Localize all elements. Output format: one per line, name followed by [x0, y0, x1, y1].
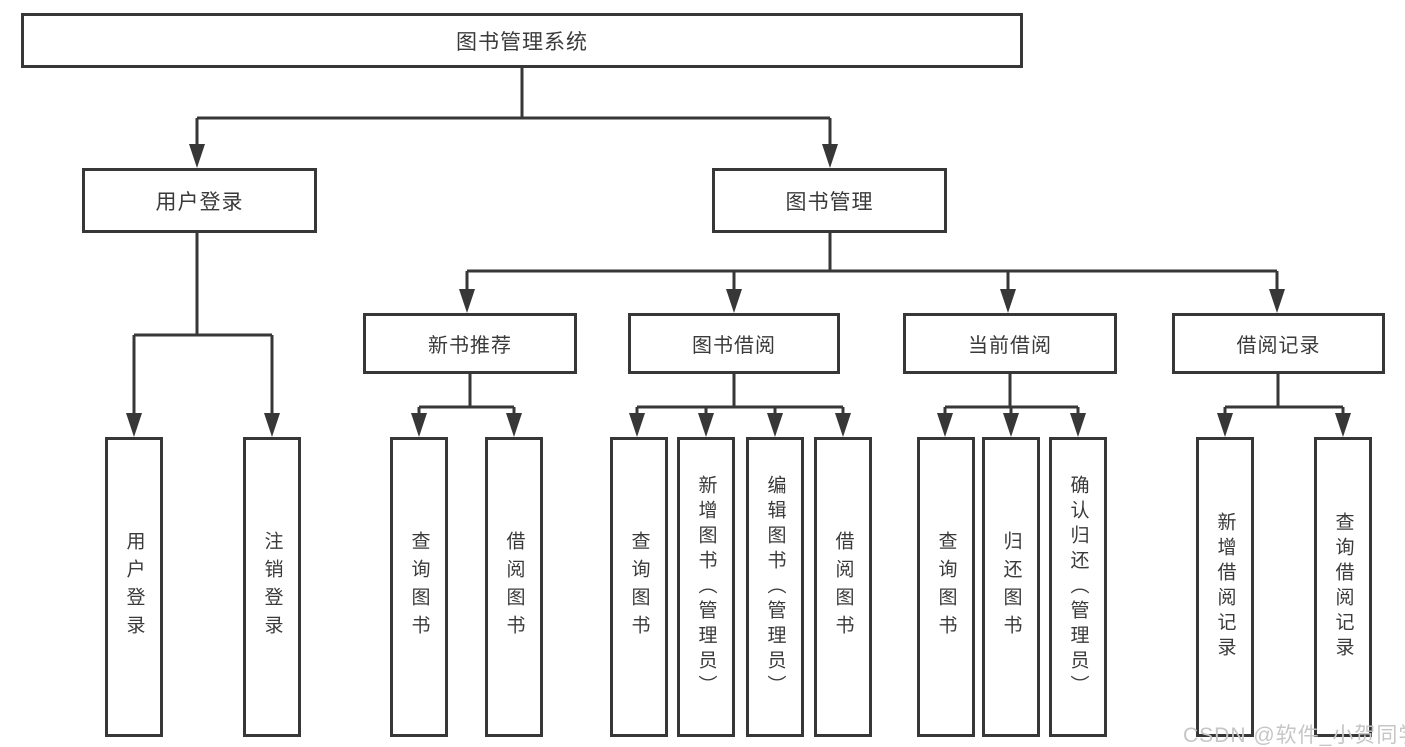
node-root: 图书管理系统	[21, 13, 1023, 68]
leaf-add-borrow-record: 新增借阅记录	[1196, 437, 1254, 737]
leaf-edit-books-admin: 编辑图书（管理员）	[746, 437, 804, 737]
leaf-borrow-books-recommend: 借阅图书	[485, 437, 543, 737]
arrowheads	[126, 144, 1351, 437]
leaf-query-books-current: 查询图书	[917, 437, 975, 737]
leaf-confirm-return-admin: 确认归还（管理员）	[1049, 437, 1107, 737]
leaf-borrow-books: 借阅图书	[814, 437, 872, 737]
node-book-management: 图书管理	[712, 168, 947, 233]
csdn-watermark: CSDN @软件_小贺同学	[1183, 724, 1405, 747]
leaf-logout: 注销登录	[243, 437, 301, 737]
leaf-query-books-recommend: 查询图书	[390, 437, 448, 737]
leaf-user-login: 用户登录	[105, 437, 163, 737]
node-user-login: 用户登录	[82, 168, 317, 233]
leaf-query-borrow-record: 查询借阅记录	[1314, 437, 1372, 737]
leaf-query-books-borrow: 查询图书	[610, 437, 668, 737]
leaf-add-books-admin: 新增图书（管理员）	[677, 437, 735, 737]
node-current-borrow: 当前借阅	[903, 313, 1117, 374]
node-book-borrow: 图书借阅	[628, 313, 840, 374]
leaf-return-books: 归还图书	[982, 437, 1040, 737]
node-borrow-records: 借阅记录	[1172, 313, 1385, 374]
node-new-book-recommend: 新书推荐	[363, 313, 577, 374]
